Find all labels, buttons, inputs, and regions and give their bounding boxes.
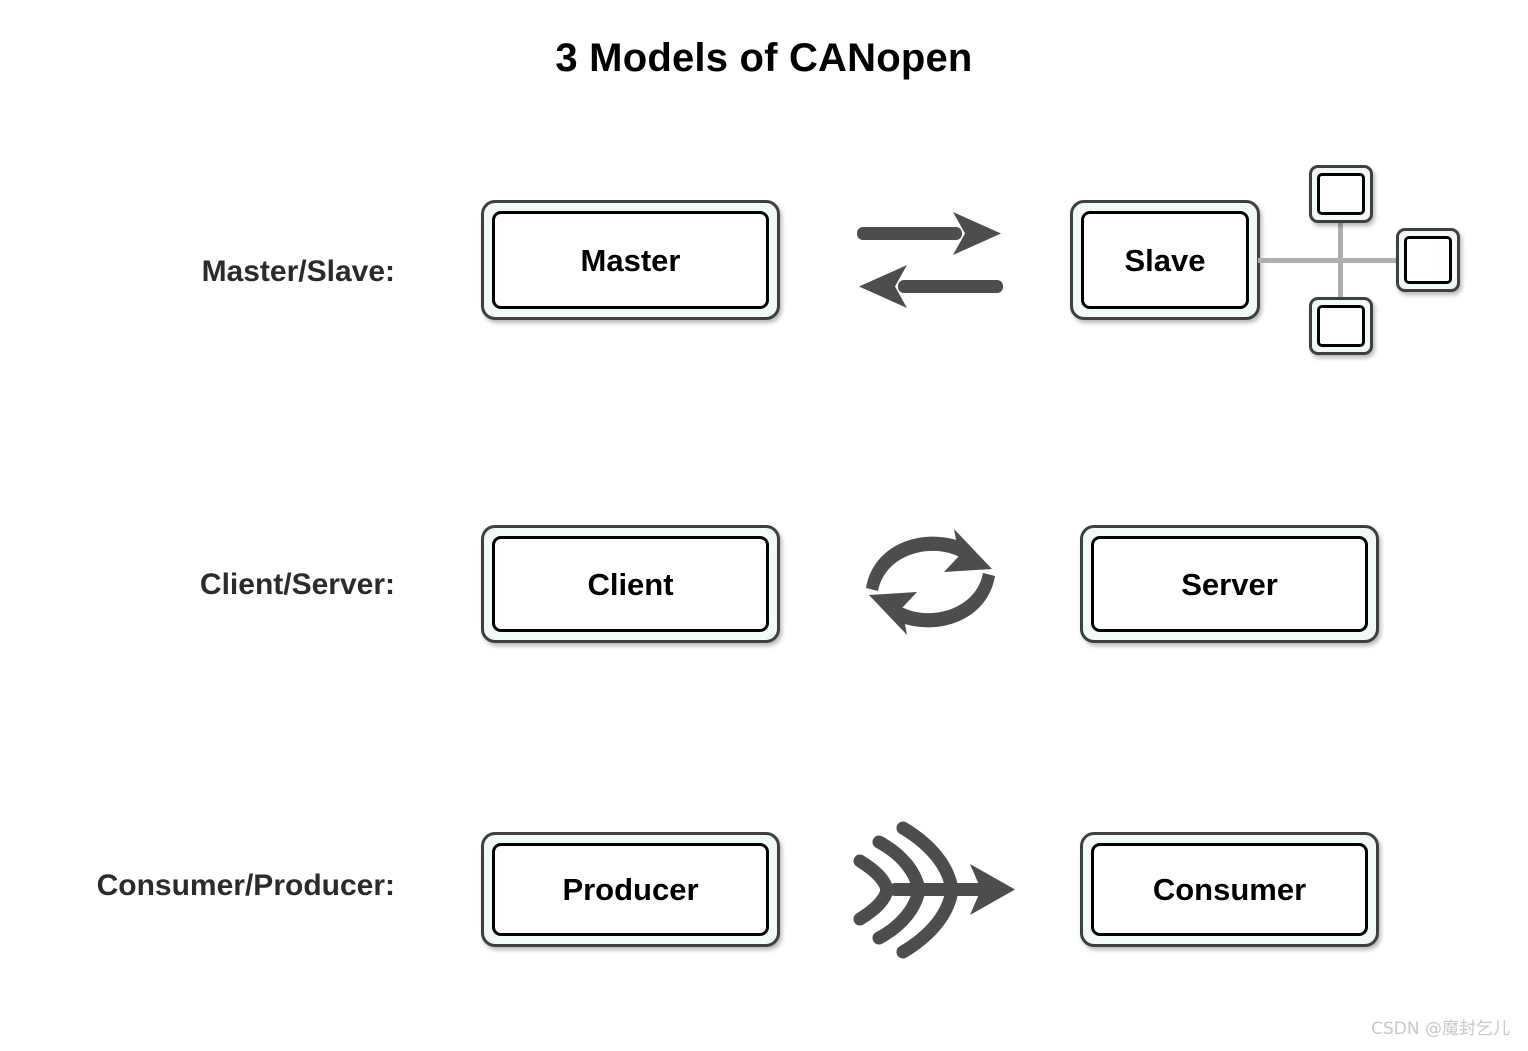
connector-line-vertical	[1338, 193, 1343, 328]
row-label-master-slave: Master/Slave:	[201, 255, 395, 288]
double-straight-arrows-icon	[855, 208, 1005, 313]
node-box-producer[interactable]: Producer	[481, 832, 780, 947]
node-box-producer-label: Producer	[562, 872, 699, 907]
row-label-client-server: Client/Server:	[199, 568, 395, 601]
node-box-server[interactable]: Server	[1080, 525, 1379, 643]
page-title: 3 Models of CANopen	[555, 36, 973, 80]
node-box-master[interactable]: Master	[481, 200, 780, 320]
connector-line-horizontal	[1258, 258, 1406, 263]
satellite-node-bottom-inner	[1317, 305, 1365, 347]
node-box-consumer-inner: Consumer	[1091, 843, 1368, 936]
node-box-consumer-label: Consumer	[1152, 872, 1307, 907]
circular-arrows-icon	[858, 528, 1003, 638]
node-box-server-inner: Server	[1091, 536, 1368, 632]
node-box-server-label: Server	[1181, 566, 1278, 602]
row-label-consumer-producer: Consumer/Producer:	[96, 869, 395, 902]
node-box-master-inner: Master	[492, 211, 769, 309]
satellite-node-right[interactable]	[1396, 228, 1460, 292]
node-box-client-inner: Client	[492, 536, 769, 632]
satellite-node-top[interactable]	[1309, 165, 1373, 223]
satellite-node-top-inner	[1317, 173, 1365, 215]
node-box-slave[interactable]: Slave	[1070, 200, 1260, 320]
node-box-client[interactable]: Client	[481, 525, 780, 643]
node-box-client-label: Client	[587, 566, 674, 602]
node-box-consumer[interactable]: Consumer	[1080, 832, 1379, 947]
satellite-node-right-inner	[1404, 236, 1452, 284]
watermark-text: CSDN @魔封乞儿	[1371, 1019, 1510, 1039]
node-box-slave-label: Slave	[1124, 242, 1206, 278]
node-box-producer-inner: Producer	[492, 843, 769, 936]
satellite-node-bottom[interactable]	[1309, 297, 1373, 355]
node-box-slave-inner: Slave	[1081, 211, 1249, 309]
node-box-master-label: Master	[580, 242, 681, 278]
broadcast-arrow-icon	[843, 820, 1018, 960]
